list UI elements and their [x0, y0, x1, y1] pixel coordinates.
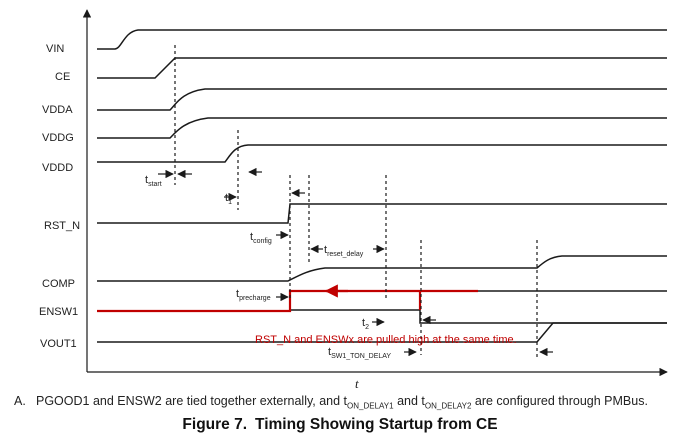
waveform-vddg [97, 117, 667, 139]
signal-label-ensw1: ENSW1 [39, 306, 78, 318]
waveform-ce [97, 57, 667, 79]
signal-label-comp: COMP [42, 278, 75, 290]
signal-label-vout1: VOUT1 [40, 338, 77, 350]
waveform-vin [97, 29, 667, 50]
signal-label-vdda: VDDA [42, 104, 73, 116]
waveform-comp [97, 255, 667, 282]
footnote-sub-2: ON_DELAY2 [424, 401, 472, 411]
timing-diagram: t VIN CE VDDA VDDG VDDD RST_N COMP ENSW1… [39, 9, 668, 391]
t1-label: t1 [225, 192, 232, 206]
footnote-text-1: PGOOD1 and ENSW2 are tied together exter… [36, 394, 348, 408]
footnote-text-2: and t [393, 394, 425, 408]
t2-label: t2 [362, 317, 369, 331]
signal-label-vddg: VDDG [42, 132, 74, 144]
waveform-vddd [97, 144, 667, 163]
annotation-text: RST_N and ENSWx are pulled high at the s… [255, 334, 517, 346]
tstart-label: tstart [145, 174, 162, 188]
tprecharge-label: tprecharge [236, 288, 271, 302]
footnote-mark: A. [14, 394, 26, 408]
footnote: A. PGOOD1 and ENSW2 are tied together ext… [14, 394, 648, 411]
waveform-rstn [97, 203, 667, 224]
signal-label-vddd: VDDD [42, 162, 73, 174]
tsw1-label: tSW1_TON_DELAY [328, 346, 391, 360]
waveform-ensw1-highlight [97, 289, 478, 313]
figure-number: Figure 7. [182, 416, 248, 433]
treset-label: treset_delay [324, 244, 364, 258]
footnote-sub-1: ON_DELAY1 [347, 401, 394, 411]
signal-label-rstn: RST_N [44, 220, 80, 232]
tconfig-label: tconfig [250, 231, 272, 245]
waveform-ensw1-low [290, 309, 667, 324]
time-axis-label: t [355, 376, 359, 391]
waveform-vout1 [97, 322, 667, 343]
signal-label-ce: CE [55, 71, 70, 83]
signal-label-vin: VIN [46, 43, 64, 55]
waveform-vdda [97, 88, 667, 111]
footnote-text-3: are configured through PMBus. [471, 394, 648, 408]
figure-caption: Figure 7. Timing Showing Startup from CE [0, 416, 680, 434]
figure-title: Timing Showing Startup from CE [255, 416, 498, 433]
